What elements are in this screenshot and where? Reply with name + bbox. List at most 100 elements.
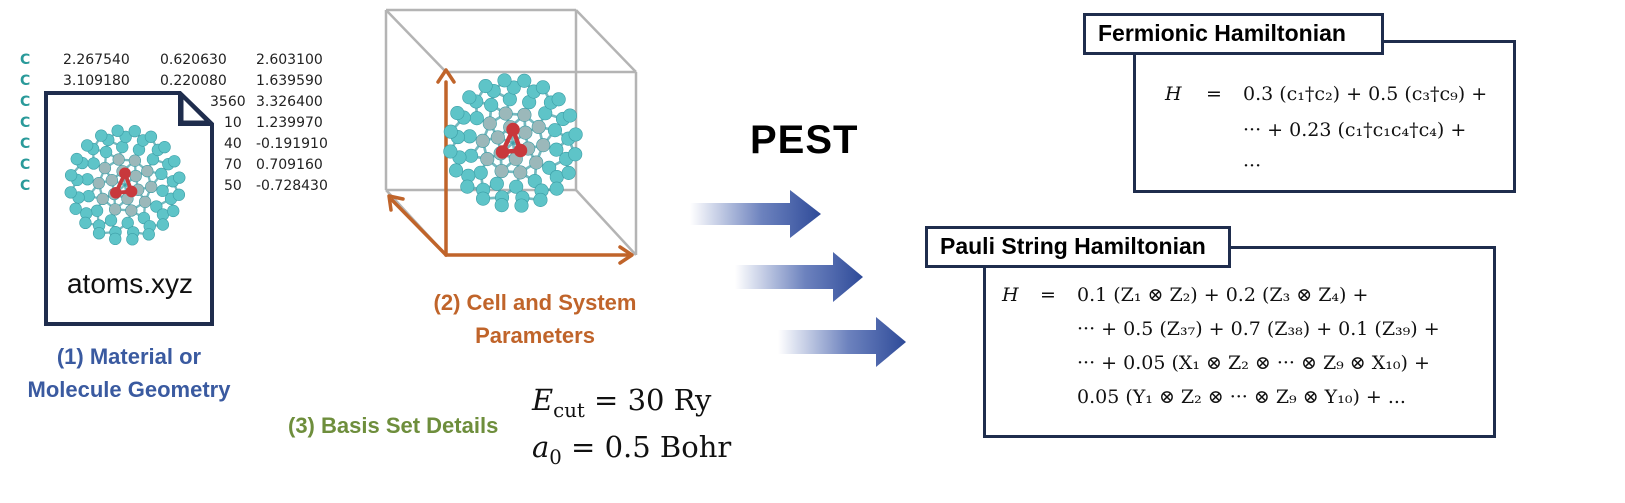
carbon-atom	[129, 169, 142, 183]
xyz-y: 10	[224, 115, 242, 131]
carbon-atom	[64, 186, 77, 199]
carbon-atom	[494, 164, 509, 179]
guest-molecule	[110, 167, 138, 199]
fermionic-hamiltonian-box	[1133, 40, 1516, 193]
carbon-atom	[561, 165, 576, 180]
carbon-atom	[150, 200, 163, 213]
carbon-atom	[64, 169, 78, 182]
carbon-atom	[96, 192, 109, 206]
carbon-atom	[145, 180, 158, 194]
carbon-atom	[535, 80, 550, 95]
xyz-row: C 70 0.709160	[20, 157, 340, 178]
xyz-x: 3.109180	[63, 73, 130, 89]
carbon-atom	[568, 147, 583, 162]
carbon-atom	[480, 151, 495, 167]
flow-arrow-icon	[690, 190, 821, 238]
carbon-atom	[460, 179, 475, 194]
file-name-label: atoms.xyz	[66, 268, 194, 299]
fullerene-molecule-icon	[64, 124, 186, 246]
carbon-atom	[128, 154, 142, 167]
carbon-atom	[478, 79, 493, 94]
carbon-atom	[562, 108, 577, 123]
carbon-atom	[473, 165, 488, 180]
carbon-atom	[79, 216, 92, 230]
carbon-atom	[514, 198, 529, 213]
xyz-x: 2.267540	[63, 52, 130, 68]
molecule-atoms	[443, 73, 583, 213]
carbon-atom	[484, 97, 499, 113]
carbon-atom	[138, 195, 152, 209]
carbon-atom	[443, 144, 458, 159]
fermionic-hamiltonian-title: Fermionic Hamiltonian	[1083, 13, 1384, 55]
carbon-atom	[568, 127, 583, 142]
flow-arrows	[690, 190, 906, 367]
molecule-atoms	[64, 124, 186, 246]
carbon-atom	[92, 227, 106, 240]
hamiltonian-symbol: H	[1165, 83, 1182, 105]
carbon-atom	[144, 130, 158, 143]
caption-line: Molecule Geometry	[27, 377, 231, 402]
caption-line: Parameters	[475, 323, 595, 348]
carbon-atom	[475, 133, 490, 148]
xyz-element: C	[20, 52, 31, 68]
xyz-y: 70	[224, 157, 242, 173]
carbon-atom	[494, 198, 509, 213]
pauli-hamiltonian-box	[983, 246, 1496, 438]
carbon-atom	[529, 155, 544, 170]
carbon-atom	[112, 153, 125, 166]
xyz-element: C	[20, 115, 31, 131]
carbon-atom	[531, 119, 546, 135]
caption-cell-parameters: (2) Cell and System Parameters	[405, 286, 665, 352]
ecut-equation: Ecut = 30 Ry	[532, 383, 711, 422]
hamiltonian-symbol: H	[1002, 284, 1019, 306]
pauli-term-line: ··· + 0.5 (Z₃₇) + 0.7 (Z₃₈) + 0.1 (Z₃₉) …	[1077, 318, 1440, 340]
guest-atom	[110, 186, 122, 199]
xyz-z: -0.191910	[256, 136, 328, 152]
guest-molecule	[495, 122, 528, 159]
xyz-element: C	[20, 178, 31, 194]
guest-atom	[506, 122, 520, 137]
caption-line: (1) Material or	[56, 344, 202, 369]
carbon-atom	[464, 148, 479, 163]
carbon-atom	[462, 90, 477, 105]
carbon-atom	[518, 125, 533, 140]
caption-material-geometry: (1) Material or Molecule Geometry	[0, 340, 258, 406]
pest-label: PEST	[750, 118, 859, 162]
carbon-atom	[536, 138, 551, 153]
carbon-atom	[549, 181, 564, 196]
carbon-atom	[168, 155, 181, 168]
carbon-atom	[70, 152, 83, 166]
xyz-row: C 2.267540 0.620630 2.603100	[20, 52, 340, 73]
carbon-atom	[533, 192, 548, 207]
fullerene-molecule-icon	[443, 73, 583, 213]
carbon-atom	[95, 129, 108, 142]
carbon-atom	[167, 204, 180, 218]
xyz-z: -0.728430	[256, 178, 328, 194]
carbon-atom	[517, 73, 532, 88]
carbon-atom	[497, 73, 512, 88]
guest-atom	[125, 185, 138, 198]
xyz-row: C 3.109180 0.220080 1.639590	[20, 73, 340, 94]
carbon-atom	[490, 130, 505, 145]
carbon-atom	[81, 173, 94, 186]
fermionic-term-line: 0.3 (c₁†c₂) + 0.5 (c₃†c₉) +	[1243, 83, 1488, 105]
carbon-atom	[87, 157, 100, 170]
xyz-element: C	[20, 94, 31, 110]
xyz-z: 0.709160	[256, 157, 323, 173]
caption-basis-set: (3) Basis Set Details	[288, 413, 499, 438]
xyz-element: C	[20, 136, 31, 152]
a0-subscript: 0	[549, 445, 562, 469]
flow-arrow-icon	[735, 252, 863, 302]
carbon-atom	[69, 202, 82, 215]
a0-value: = 0.5 Bohr	[561, 430, 732, 464]
carbon-atom	[142, 228, 155, 241]
fermionic-lhs: H	[1165, 83, 1182, 105]
carbon-atom	[450, 106, 465, 121]
carbon-atom	[482, 116, 497, 131]
carbon-atom	[99, 145, 113, 159]
carbon-atom	[92, 176, 105, 190]
pauli-term-line: 0.05 (Y₁ ⊗ Z₂ ⊗ ··· ⊗ Z₉ ⊗ Y₁₀) + ...	[1077, 386, 1406, 408]
xyz-y: 50	[224, 178, 242, 194]
carbon-atom	[547, 123, 562, 138]
xyz-y: 0.220080	[160, 73, 227, 89]
